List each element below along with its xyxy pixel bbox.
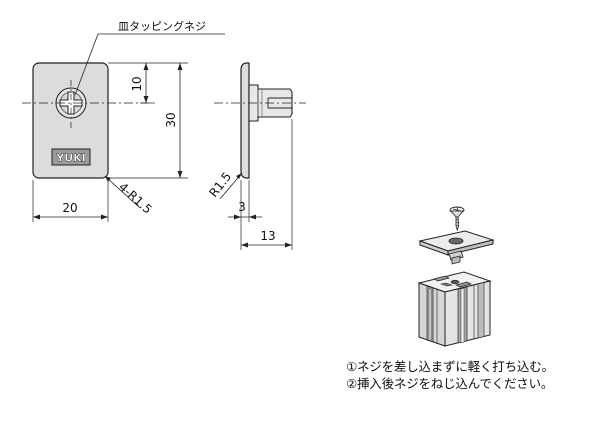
screw-callout-label: 皿タッピングネジ: [118, 19, 206, 33]
isometric-assembly: [417, 206, 495, 347]
screw-icon: [449, 206, 465, 232]
screw-callout-leader: [74, 33, 225, 96]
side-radius-arrow: [236, 173, 242, 179]
yuki-badge: [51, 148, 91, 166]
dim-text-20: 20: [62, 201, 77, 215]
dim-text-r1.5: R1.5: [206, 170, 234, 200]
side-view: R1.5 3 13: [206, 62, 306, 250]
end-cap-plate-iso: [418, 230, 495, 265]
yuki-marking: YUKI: [55, 152, 86, 165]
front-view: YUKI 皿タッピングネジ 10 30 20 4-R1.5: [22, 19, 225, 222]
dim-text-13: 13: [260, 229, 275, 243]
flange-side: [240, 62, 250, 179]
instruction-2: ②挿入後ネジをねじ込んでください。: [346, 376, 554, 391]
dim-text-30: 30: [164, 112, 178, 127]
dim-arrows-3: [234, 214, 256, 220]
dim-text-10: 10: [130, 76, 144, 91]
aluminum-extrusion: [417, 271, 492, 347]
radius-leader: [104, 175, 141, 209]
dim-text-3: 3: [238, 200, 246, 214]
dim-text-4-r1.5: 4-R1.5: [116, 180, 155, 217]
instruction-1: ①ネジを差し込まずに軽く打ち込む。: [346, 359, 554, 374]
radius-arrow: [105, 176, 111, 182]
installation-notes: ①ネジを差し込まずに軽く打ち込む。 ②挿入後ネジをねじ込んでください。: [346, 358, 554, 392]
